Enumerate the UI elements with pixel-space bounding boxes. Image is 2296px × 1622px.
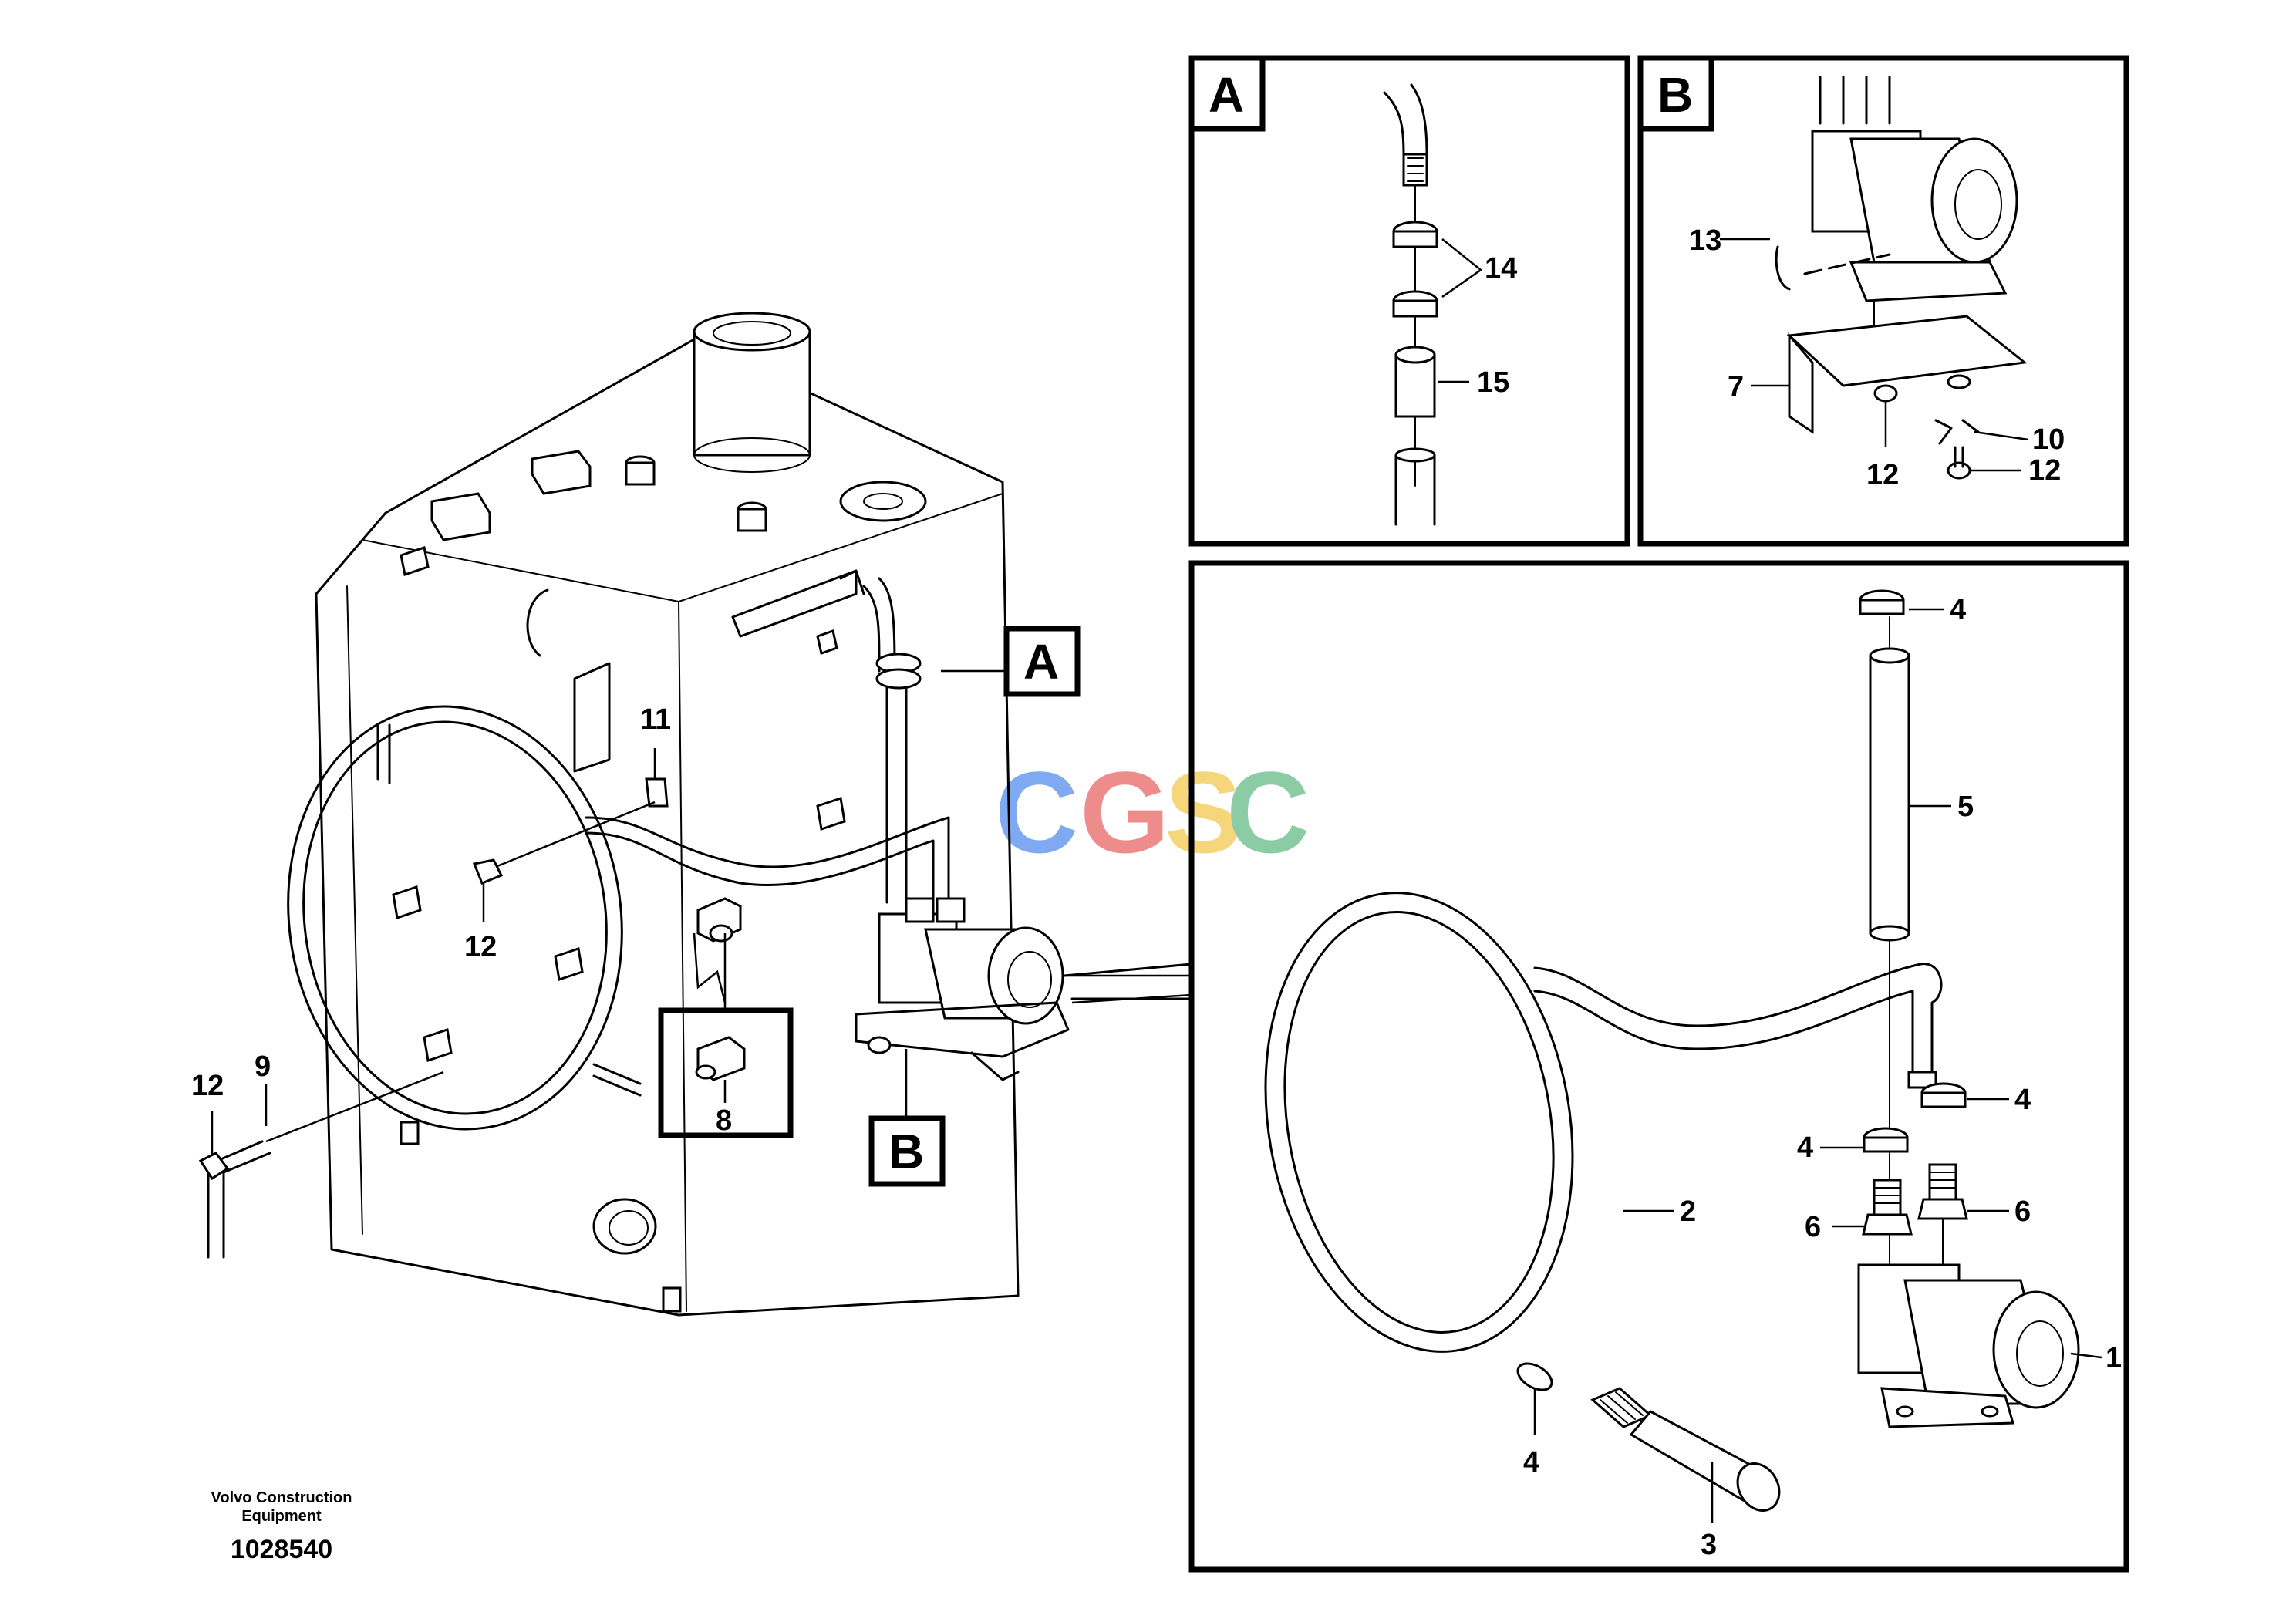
callout-15: 15 bbox=[1477, 366, 1509, 399]
switch-main bbox=[696, 897, 742, 943]
callout-4-bottom: 4 bbox=[1523, 1446, 1539, 1479]
drawing-number: 1028540 bbox=[231, 1535, 332, 1564]
watermark: C G S C bbox=[995, 747, 1310, 877]
hose-to-detail-a bbox=[862, 577, 922, 904]
footer: Volvo Construction Equipment 1028540 bbox=[211, 1489, 352, 1564]
callout-2: 2 bbox=[1680, 1195, 1696, 1228]
callout-8: 8 bbox=[716, 1104, 732, 1137]
callout-5: 5 bbox=[1957, 791, 1974, 823]
detail-panel-b: B 13 7 12 10 12 bbox=[1637, 55, 2129, 547]
svg-text:A: A bbox=[1023, 634, 1059, 690]
callout-4-right: 4 bbox=[2014, 1084, 2031, 1116]
callout-11: 11 bbox=[640, 703, 671, 736]
callout-9: 9 bbox=[255, 1050, 271, 1083]
callout-12-upper: 12 bbox=[464, 931, 497, 963]
detail-panel-exploded: 4 5 4 4 6 6 2 1 4 3 bbox=[1063, 560, 2129, 1573]
callout-6-left: 6 bbox=[1805, 1211, 1821, 1243]
callout-10: 10 bbox=[2032, 423, 2065, 456]
callout-4-left: 4 bbox=[1797, 1131, 1813, 1164]
watermark-letter-4: C bbox=[1226, 747, 1310, 877]
tank-assembly bbox=[315, 312, 1020, 1317]
main-callouts: 11 12 9 12 bbox=[191, 703, 671, 1102]
heater-coil-main bbox=[207, 705, 950, 1259]
detail-panel-a: A 14 15 bbox=[1188, 55, 1630, 547]
callout-12-b-left: 12 bbox=[1866, 459, 1899, 491]
maker-line-2: Equipment bbox=[241, 1508, 322, 1525]
callout-4-top: 4 bbox=[1950, 594, 1966, 626]
svg-text:B: B bbox=[888, 1124, 924, 1179]
callout-6-right: 6 bbox=[2014, 1195, 2031, 1228]
panel-a-tag: A bbox=[1209, 67, 1244, 123]
pump-assembly-main bbox=[855, 897, 1070, 1081]
callout-13: 13 bbox=[1689, 224, 1721, 257]
callout-12-b-right: 12 bbox=[2028, 454, 2061, 487]
callout-12-left: 12 bbox=[191, 1070, 224, 1102]
detail-tag-a: A bbox=[1003, 626, 1081, 697]
callout-1: 1 bbox=[2106, 1342, 2122, 1374]
callout-3: 3 bbox=[1701, 1529, 1717, 1561]
panel-b-tag: B bbox=[1657, 67, 1693, 123]
watermark-letter-2: G bbox=[1080, 747, 1170, 877]
detail-tag-b: B bbox=[868, 1115, 946, 1187]
callout-7: 7 bbox=[1728, 371, 1744, 403]
callout-14: 14 bbox=[1485, 252, 1517, 285]
switch-inset: 8 bbox=[658, 1007, 794, 1138]
watermark-letter-3: S bbox=[1165, 747, 1242, 877]
maker-line-1: Volvo Construction bbox=[211, 1489, 352, 1506]
main-leaders bbox=[198, 669, 1192, 1181]
